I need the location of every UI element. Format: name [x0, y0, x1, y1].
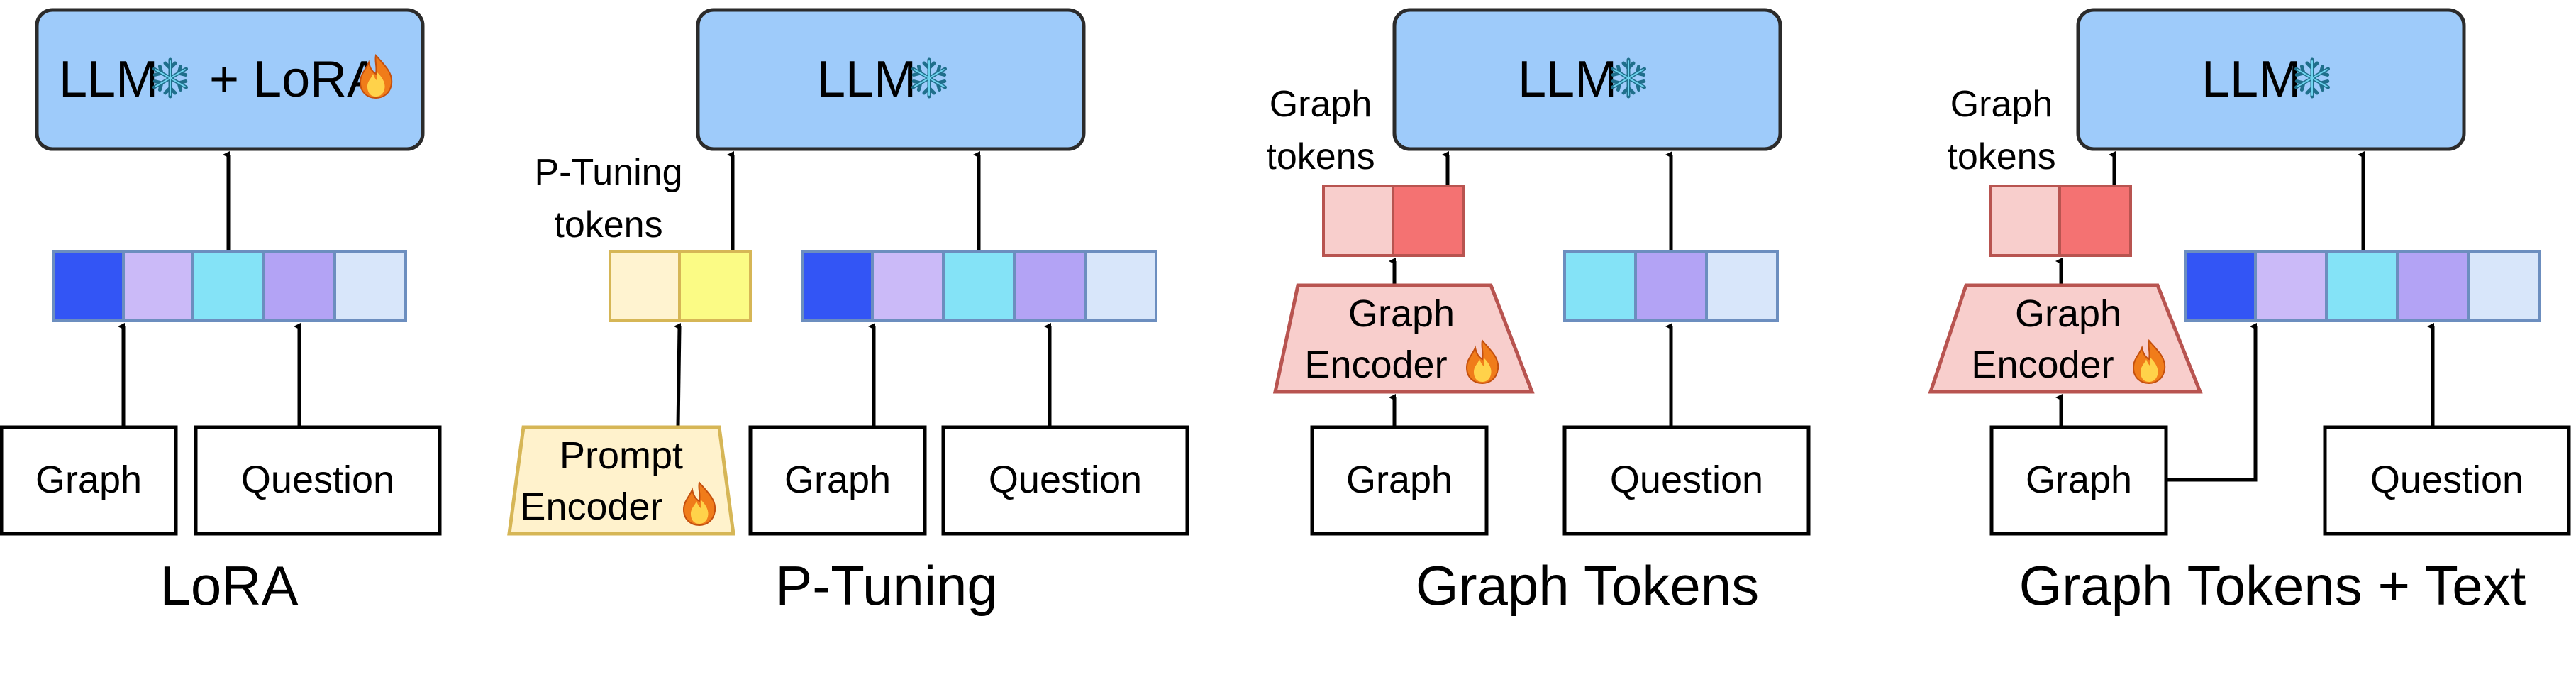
question-box	[2323, 425, 2571, 536]
caption: P-Tuning	[775, 554, 998, 617]
tokens-label: Graph	[1270, 84, 1372, 125]
panel-lora: LLM + LoRA Graph Question LoRA	[0, 8, 442, 617]
panel-graph-tokens-text: LLM Graph tokens Graph Encoder Graph Que…	[1928, 8, 2571, 617]
encoder-label: Encoder	[1304, 344, 1447, 386]
token	[2325, 250, 2399, 322]
question-label: Question	[989, 458, 1142, 501]
llm-label: LLM	[2202, 51, 2301, 108]
token	[122, 250, 194, 322]
encoder-label: Graph	[1348, 292, 1455, 335]
question-box	[194, 425, 442, 536]
token	[1084, 250, 1157, 322]
token	[333, 250, 407, 322]
encoder-label: Encoder	[520, 485, 662, 528]
graph-box	[0, 425, 178, 536]
caption: Graph Tokens	[1416, 554, 1759, 617]
tokens-label: tokens	[1947, 136, 2055, 177]
encoder-label: Prompt	[560, 434, 683, 477]
llm-label: LLM	[59, 51, 158, 108]
token-row	[1563, 250, 1779, 322]
question-label: Question	[1610, 458, 1763, 501]
token	[871, 250, 945, 322]
arrow	[2166, 323, 2258, 482]
question-box	[941, 425, 1189, 536]
lora-label: + LoRA	[209, 51, 381, 108]
llm-label: LLM	[817, 51, 916, 108]
token	[2396, 250, 2470, 322]
graph-box	[748, 425, 927, 536]
graph-box	[1989, 425, 2168, 536]
graph-label: Graph	[35, 458, 142, 501]
token	[2184, 250, 2257, 322]
encoder-label: Encoder	[1971, 344, 2114, 386]
token	[1634, 250, 1708, 322]
token-row	[801, 250, 1157, 322]
token	[942, 250, 1016, 322]
encoder-label: Graph	[2015, 292, 2121, 335]
ptuning-token-row	[609, 250, 752, 322]
graph-token	[2058, 185, 2132, 257]
token	[52, 250, 125, 322]
llm-box	[696, 8, 1086, 151]
graph-encoder	[1928, 283, 2203, 394]
ptuning-token	[678, 250, 752, 322]
token-row	[2184, 250, 2541, 322]
question-label: Question	[2370, 458, 2524, 501]
llm-label: LLM	[1518, 51, 1617, 108]
tokens-label: P-Tuning	[534, 152, 682, 193]
graph-token	[1392, 185, 1465, 257]
graph-token-row	[1989, 185, 2132, 257]
token	[2467, 250, 2541, 322]
prompt-encoder	[507, 425, 735, 536]
ptuning-token	[609, 250, 681, 322]
graph-label: Graph	[784, 458, 891, 501]
caption: Graph Tokens + Text	[2019, 554, 2526, 617]
tokens-label: Graph	[1950, 84, 2053, 125]
token	[191, 250, 265, 322]
llm-box	[35, 8, 425, 151]
token	[262, 250, 336, 322]
graph-box	[1310, 425, 1489, 536]
panel-ptuning: LLM P-Tuning tokens Prompt Encoder Graph…	[507, 8, 1189, 617]
graph-token	[1322, 185, 1394, 257]
token	[1013, 250, 1087, 322]
token-row	[52, 250, 407, 322]
tokens-label: tokens	[1266, 136, 1375, 177]
token	[2254, 250, 2328, 322]
question-box	[1562, 425, 1811, 536]
graph-label: Graph	[2026, 458, 2132, 501]
arrow	[674, 323, 682, 428]
caption: LoRA	[160, 554, 298, 617]
llm-box	[2076, 8, 2466, 151]
panel-graph-tokens: LLM Graph tokens Graph Encoder Graph Que…	[1266, 8, 1811, 617]
token	[1563, 250, 1637, 322]
graph-label: Graph	[1346, 458, 1453, 501]
graph-token-row	[1322, 185, 1465, 257]
graph-token	[1989, 185, 2061, 257]
tokens-label: tokens	[554, 204, 662, 246]
token	[801, 250, 874, 322]
token	[1705, 250, 1779, 322]
question-label: Question	[241, 458, 394, 501]
llm-box	[1392, 8, 1782, 151]
